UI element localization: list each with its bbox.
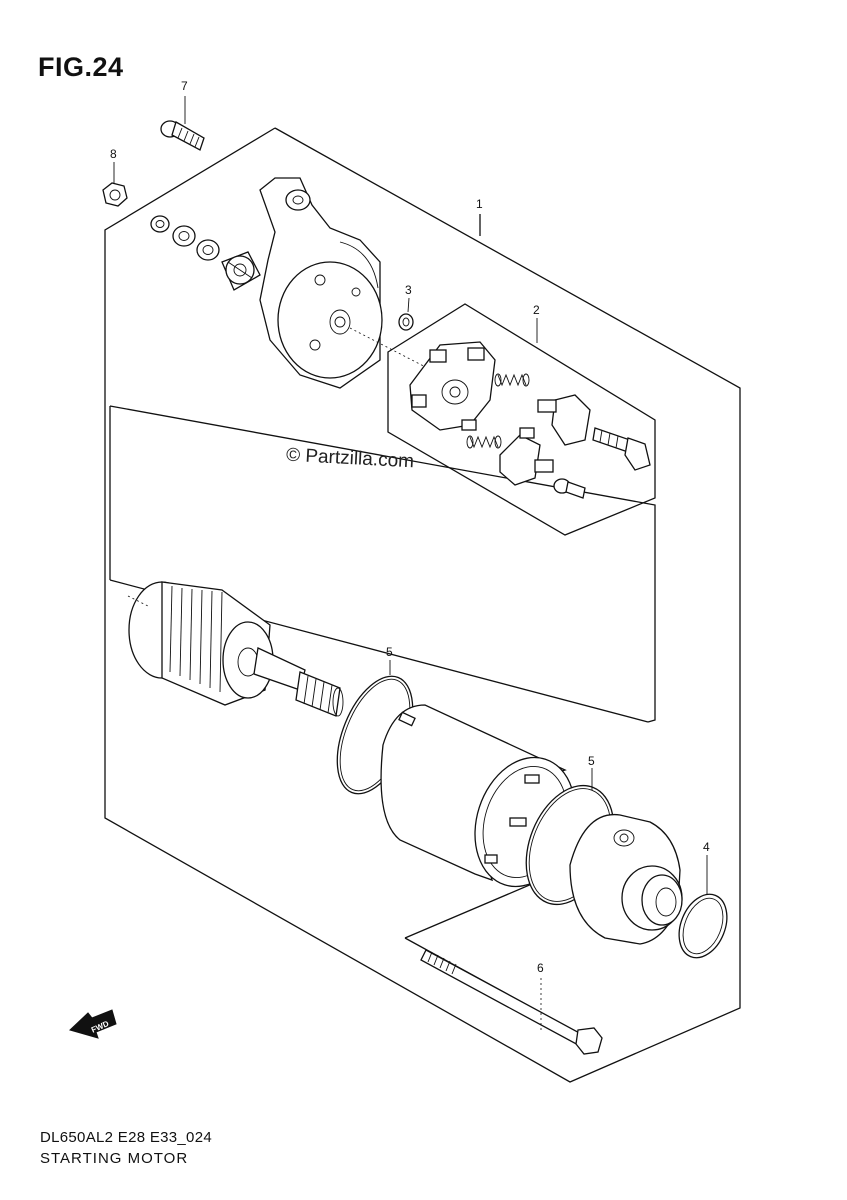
callout-2: 2 xyxy=(533,303,540,317)
front-cover xyxy=(569,813,683,945)
through-bolt-6 xyxy=(420,949,603,1055)
callout-8: 8 xyxy=(110,147,117,161)
washer-stack xyxy=(150,215,220,261)
nut-8 xyxy=(102,182,128,207)
bushing xyxy=(221,251,261,291)
o-ring-4 xyxy=(678,893,728,959)
leader-3 xyxy=(407,297,410,313)
o-ring-3 xyxy=(398,313,414,331)
armature-frame xyxy=(109,405,656,723)
callout-1: 1 xyxy=(476,197,483,211)
brush-holder xyxy=(409,341,496,431)
small-screw xyxy=(553,478,586,499)
callout-5-right: 5 xyxy=(588,754,595,768)
assembly-boundary-1 xyxy=(104,127,741,1083)
callout-5-left: 5 xyxy=(386,645,393,659)
fwd-arrow-icon: FWD xyxy=(69,1009,117,1039)
brush-holder-box-2 xyxy=(387,303,656,536)
bolt-7 xyxy=(160,120,205,151)
callout-3: 3 xyxy=(405,283,412,297)
diagram-code: DL650AL2 E28 E33_024 xyxy=(40,1129,212,1146)
armature xyxy=(127,581,344,717)
terminal-bolt xyxy=(592,427,651,471)
callout-4: 4 xyxy=(703,840,710,854)
end-cover xyxy=(259,177,383,389)
brush-spring-lower xyxy=(466,435,502,449)
callout-7: 7 xyxy=(181,79,188,93)
brush-spring-upper xyxy=(494,373,530,387)
diagram-name: STARTING MOTOR xyxy=(40,1150,189,1167)
figure-title: FIG.24 xyxy=(38,52,124,82)
callout-6: 6 xyxy=(537,961,544,975)
brush-plate xyxy=(499,394,591,486)
